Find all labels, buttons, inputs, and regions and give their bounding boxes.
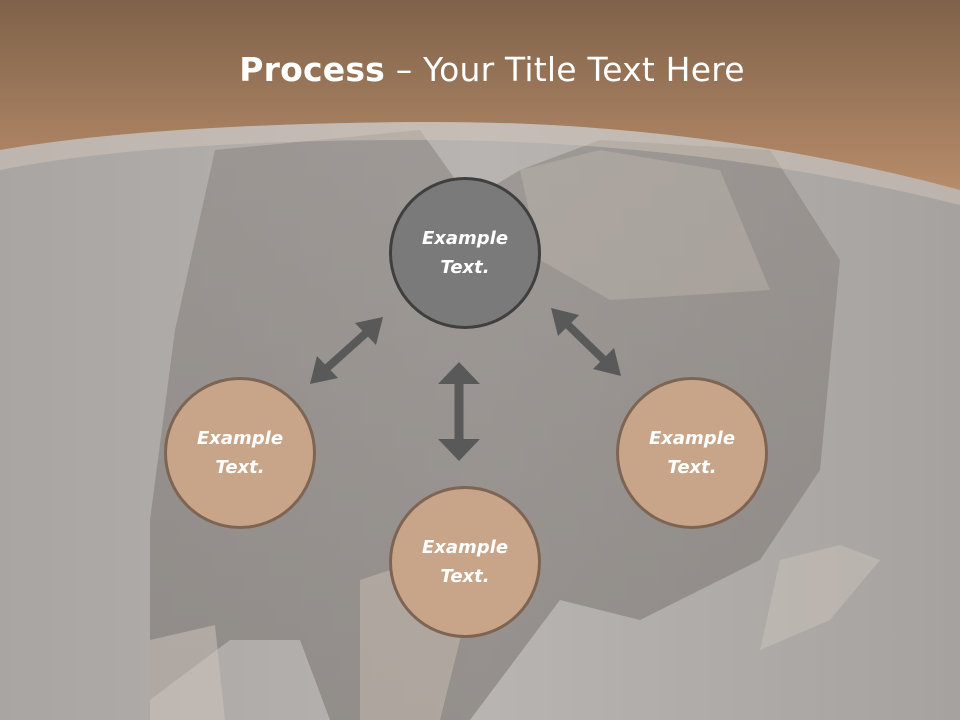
slide-title: Process – Your Title Text Here [0,50,960,89]
double-arrow-icon [310,317,383,384]
diagram-node-bottom: Example Text. [389,486,541,638]
title-rest-part: – Your Title Text Here [385,50,745,89]
diagram-node-left: Example Text. [164,377,316,529]
diagram-node-top: Example Text. [389,177,541,329]
node-label: Example Text. [421,228,509,278]
title-bold-part: Process [239,50,386,89]
node-label: Example Text. [421,537,509,587]
node-label: Example Text. [196,428,284,478]
node-label: Example Text. [648,428,736,478]
double-arrow-icon [551,308,621,376]
diagram-node-right: Example Text. [616,377,768,529]
double-arrow-icon [438,362,480,461]
